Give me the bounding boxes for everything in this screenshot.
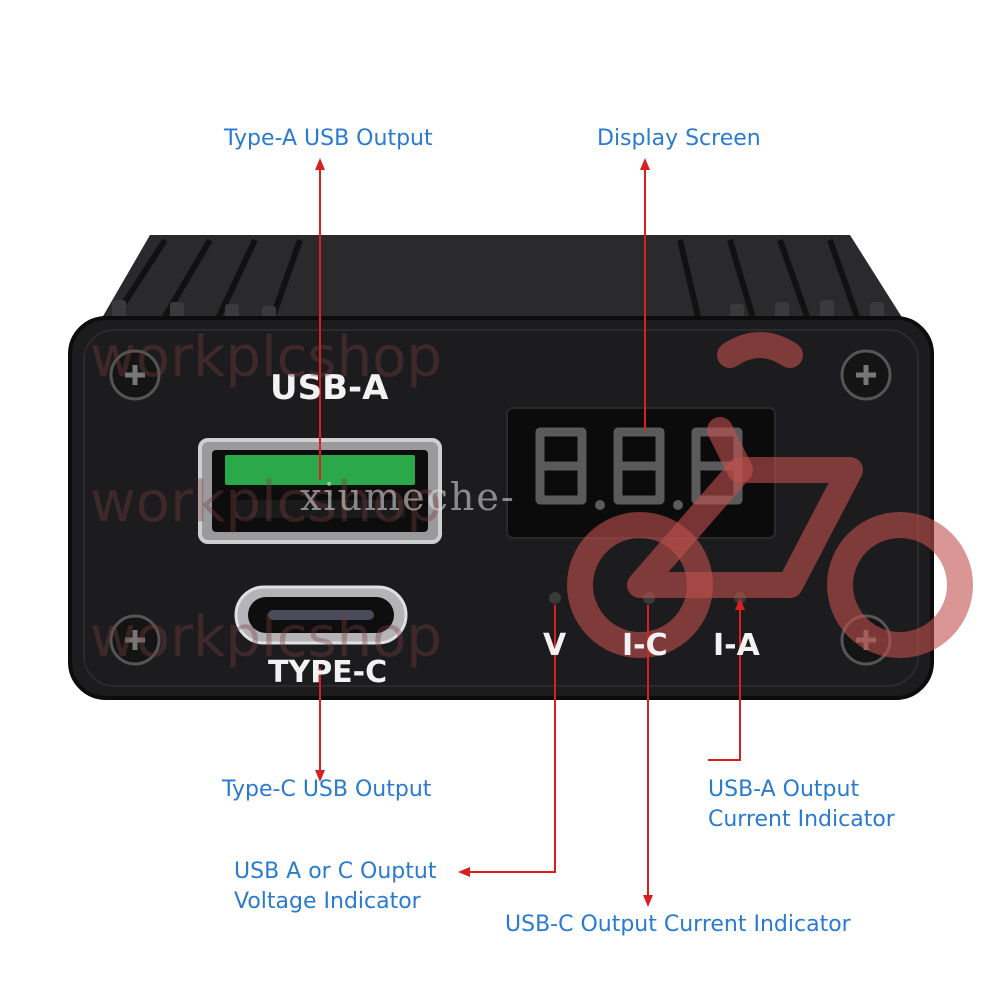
callout-voltage-indicator: USB A or C Ouptut Voltage Indicator (234, 859, 437, 914)
shop-watermark: workplcshop (90, 325, 442, 390)
usb-c-port (234, 585, 408, 645)
voltage-led-label: V (543, 628, 567, 663)
shop-watermark: workplcshop (90, 605, 442, 670)
callout-type-c-output: Type-C USB Output (222, 777, 432, 802)
watermark-logo (567, 332, 973, 658)
callout-display-screen: Display Screen (597, 126, 761, 151)
type-c-panel-label: TYPE-C (268, 655, 388, 690)
overlay-watermark: xiumeche- (300, 475, 516, 519)
callout-type-a-output: Type-A USB Output (224, 126, 433, 151)
callout-usb-a-current: USB-A Output Current Indicator (708, 777, 895, 832)
callout-arrows (315, 158, 745, 907)
callout-usb-c-current: USB-C Output Current Indicator (505, 912, 851, 937)
shop-watermark: workplcshop (90, 470, 442, 535)
usb-a-current-led-label: I-A (713, 628, 760, 663)
heatsink-fins (95, 235, 910, 330)
usb-a-panel-label: USB-A (270, 368, 389, 408)
usb-c-current-led-label: I-C (622, 628, 668, 663)
